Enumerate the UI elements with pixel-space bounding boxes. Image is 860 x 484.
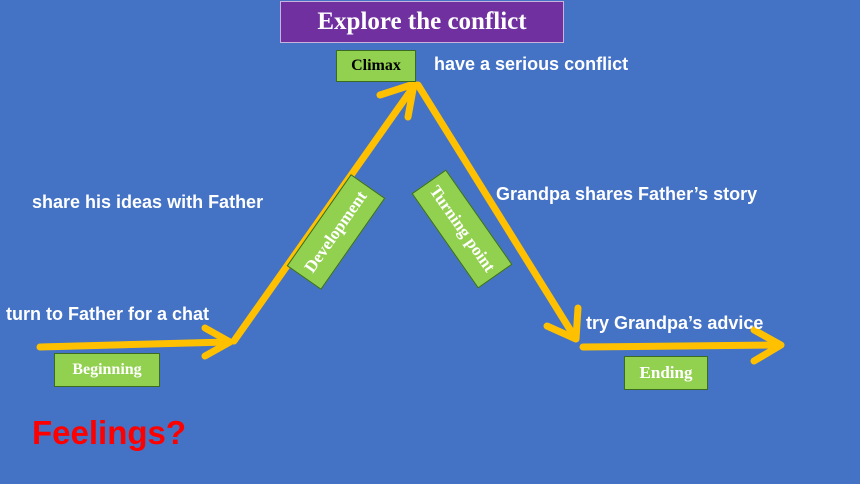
note-climax: have a serious conflict: [434, 54, 629, 74]
stage-beginning: Beginning: [54, 353, 160, 387]
note-turning-point: Grandpa shares Father’s story: [496, 184, 758, 204]
note-ending: try Grandpa’s advice: [586, 313, 764, 333]
arrow-ending-head: [750, 326, 785, 365]
note-development: share his ideas with Father: [32, 192, 264, 212]
arrow-falling-head: [543, 304, 582, 343]
feelings-question: Feelings?: [32, 414, 187, 451]
arrow-ending: [579, 341, 782, 351]
stage-climax: Climax: [336, 50, 416, 82]
arrow-rising-head: [376, 80, 418, 121]
title-banner: Explore the conflict: [280, 1, 564, 43]
arrow-beginning-head: [201, 324, 234, 360]
note-beginning: turn to Father for a chat: [6, 304, 210, 324]
arrow-falling: [414, 81, 578, 340]
stage-ending: Ending: [624, 356, 708, 390]
arrow-beginning: [36, 338, 232, 351]
